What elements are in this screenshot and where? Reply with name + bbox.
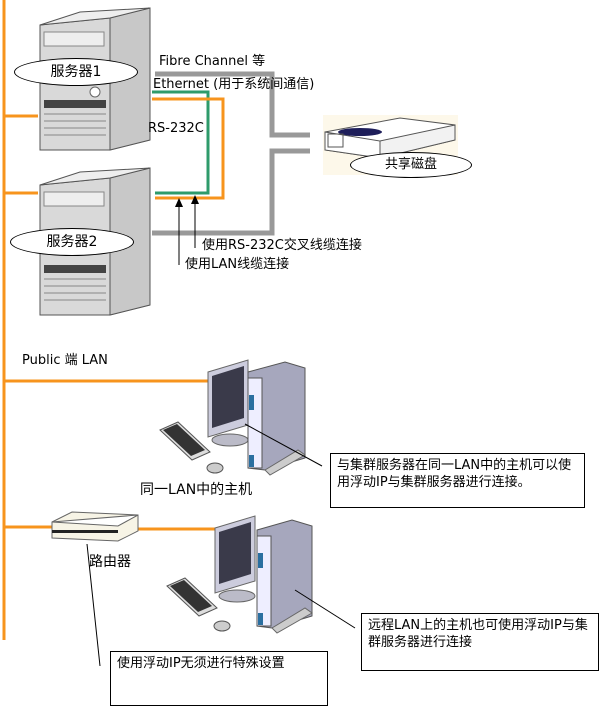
callout-line-same-lan: [244, 423, 323, 467]
rs232c-label: RS-232C: [148, 121, 204, 136]
arrowhead: [175, 198, 183, 207]
desktop-pc-icon: [166, 515, 313, 634]
desktop-pc-icon: [159, 359, 306, 476]
server2-label: 服务器2: [10, 228, 134, 256]
arrowhead: [191, 195, 199, 204]
shared-disk-label: 共享磁盘: [350, 152, 472, 178]
fibre-channel-server2: [152, 148, 310, 236]
fibre-channel-label: Fibre Channel 等: [159, 54, 266, 69]
lan-cable-label: 使用LAN线缆连接: [185, 257, 290, 272]
ethernet-label: Ethernet (用于系统间通信): [153, 77, 315, 92]
callout-line-router: [86, 543, 101, 667]
tower-server-icon: [39, 7, 151, 151]
server1-label: 服务器1: [14, 58, 138, 86]
fibre-channel-server1: [155, 71, 310, 138]
note-router: 使用浮动IP无须进行特殊设置: [110, 651, 328, 706]
public-lan-label: Public 端 LAN: [22, 353, 108, 368]
ethernet-interconnect: [152, 90, 210, 195]
router-icon: [51, 511, 139, 542]
callout-line-remote: [294, 589, 356, 629]
note-remote-lan: 远程LAN上的主机也可使用浮动IP与集群服务器进行连接: [361, 613, 599, 671]
same-lan-host-label: 同一LAN中的主机: [140, 482, 253, 498]
note-same-lan: 与集群服务器在同一LAN中的主机可以使用浮动IP与集群服务器进行连接。: [330, 453, 585, 508]
router-label: 路由器: [89, 554, 131, 570]
rs232c-cross-label: 使用RS-232C交叉线缆连接: [202, 238, 362, 253]
rs232c-cable: [152, 97, 225, 200]
